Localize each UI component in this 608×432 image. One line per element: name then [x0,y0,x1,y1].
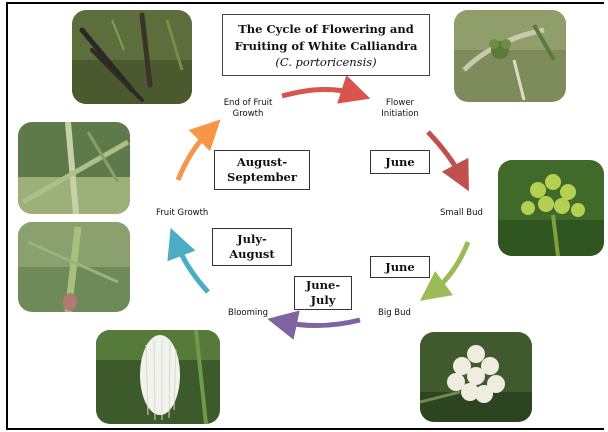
stage-fruit-growth: Fruit Growth [156,208,209,218]
month-box-august-september: August- September [214,150,310,190]
figure-frame [6,2,604,430]
arrow-small-to-big [419,241,471,301]
stage-small-bud: Small Bud [440,208,483,218]
small-bud-photo [498,160,604,256]
month-box-june-b: June [370,256,430,278]
month-july-august-line2: August [229,247,275,261]
arrow-fruit-to-end [175,119,221,181]
diagram-title-box: The Cycle of Flowering and Fruiting of W… [222,14,430,76]
mature-fruit-photo [18,122,130,214]
arrow-initiation-to-small [426,130,469,192]
month-aug-sep-line2: September [227,170,297,184]
month-june-july-line2: July [310,293,336,307]
blooming-photo [96,330,220,424]
stage-big-bud: Big Bud [378,308,411,318]
stage-blooming: Blooming [228,308,269,318]
arrow-end-to-initiation [281,75,371,104]
arrow-blooming-to-fruit [167,228,210,294]
arrow-big-to-blooming [267,310,361,340]
stage-end-fruit-growth-line2: Growth [232,109,264,119]
month-box-july-august: July- August [212,228,292,266]
title-line-2: Fruiting of White Calliandra [234,39,418,53]
fruit-growth-photo [18,222,130,312]
title-species: (C. portoricensis) [275,55,377,69]
title-line-1: The Cycle of Flowering and [238,22,414,36]
month-aug-sep-line1: August- [236,155,288,169]
stage-end-fruit-growth: End of Fruit Growth [220,98,276,120]
month-box-june-july: June- July [294,276,352,310]
month-july-august-line1: July- [237,232,267,246]
stage-flower-initiation-line1: Flower [385,98,415,108]
dry-pods-photo [72,10,192,104]
big-bud-photo [420,332,532,422]
stage-flower-initiation: Flower Initiation [372,98,428,120]
flower-initiation-photo [454,10,566,102]
stage-flower-initiation-line2: Initiation [381,109,419,119]
month-box-june-a: June [370,150,430,174]
month-june-july-line1: June- [305,278,341,292]
stage-end-fruit-growth-line1: End of Fruit [223,98,273,108]
